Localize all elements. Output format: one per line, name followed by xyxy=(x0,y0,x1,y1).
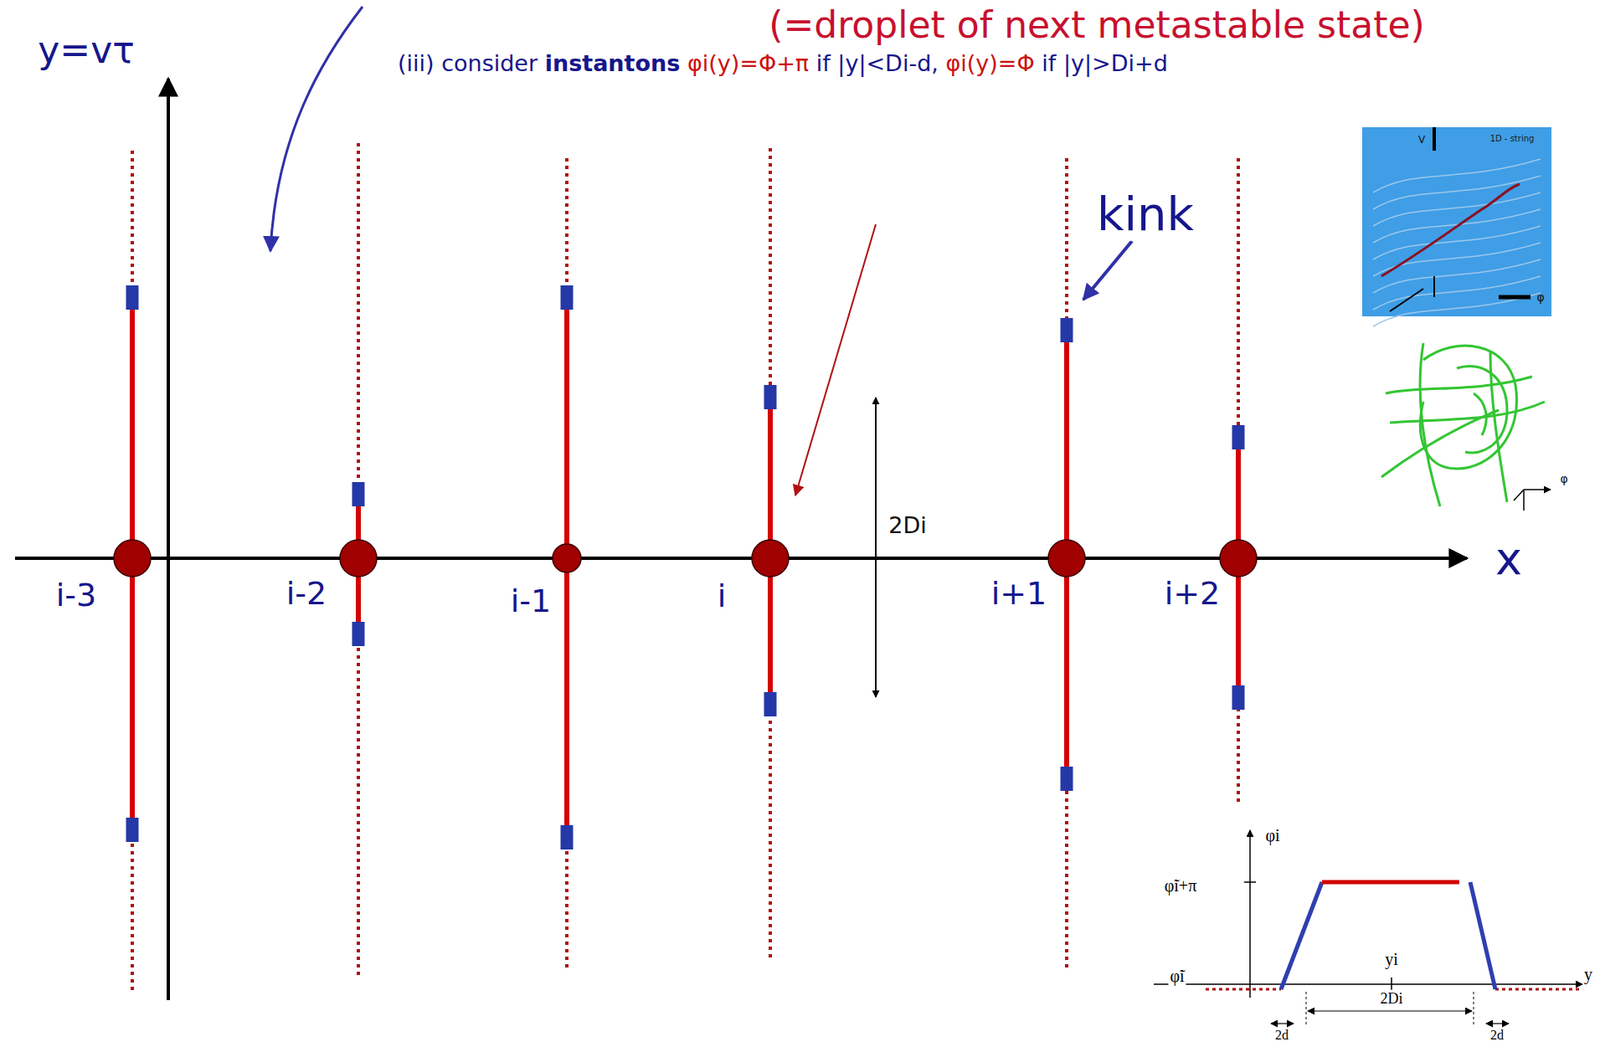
tick xyxy=(1390,977,1393,992)
washboard-lines xyxy=(1373,159,1541,327)
plateau xyxy=(1322,880,1460,885)
dimension-arrow xyxy=(1307,1010,1472,1012)
washboard-illustration xyxy=(1362,127,1552,327)
sketch-line xyxy=(1419,343,1441,507)
level-label: φ̃i xyxy=(1167,967,1186,987)
inset-ground xyxy=(1362,127,1552,317)
level-label: φ̃i+π xyxy=(1162,876,1199,896)
kink-ramp xyxy=(1470,882,1496,990)
axis-label: y xyxy=(1582,965,1595,985)
dimension-arrow xyxy=(874,397,877,698)
kink-mark xyxy=(1060,318,1074,343)
site-dot xyxy=(339,540,377,577)
site-dot xyxy=(113,540,151,577)
kink-mark xyxy=(764,385,777,410)
profile-plot xyxy=(1153,830,1583,1027)
washboard-line xyxy=(1373,242,1541,277)
green-sketch xyxy=(1381,343,1545,507)
kink-ramp xyxy=(1281,882,1323,990)
inset-label: 1D - string xyxy=(1490,133,1535,145)
kink-mark xyxy=(352,482,366,507)
kink-mark xyxy=(352,622,366,647)
site-label: i-2 xyxy=(284,576,329,613)
small-axis xyxy=(1433,276,1436,298)
position-label: yi xyxy=(1383,950,1400,970)
site-label: i-3 xyxy=(54,577,98,615)
sketch-line xyxy=(1381,410,1499,478)
sketch-loop xyxy=(1419,345,1517,469)
axis-label: x xyxy=(1493,533,1524,586)
y-axis xyxy=(166,78,170,1001)
inset-label: φ xyxy=(1558,472,1570,486)
axis-line xyxy=(1513,489,1524,501)
site-label: i xyxy=(715,578,729,616)
kink-mark xyxy=(1232,685,1246,710)
sentence-part: φi(y)=Φ+π xyxy=(687,50,809,78)
dimension-label: 2Di xyxy=(886,512,928,539)
kink-mark xyxy=(1060,766,1074,792)
sentence-part: φi(y)=Φ xyxy=(945,50,1035,78)
phi-axis xyxy=(1498,295,1531,300)
inset-label: V xyxy=(1418,134,1426,147)
kink-mark xyxy=(560,285,574,310)
sketch-loop xyxy=(1456,365,1508,453)
sentence-part: if |y|<Di-d, xyxy=(816,50,939,78)
x-axis-small xyxy=(1389,288,1424,312)
axis-line xyxy=(1522,489,1525,511)
washboard-line xyxy=(1373,159,1541,193)
dimension-label: 2d xyxy=(1488,1028,1506,1044)
site-dots xyxy=(113,540,1257,577)
pointer-arrow xyxy=(270,6,363,252)
dimension-label: 2d xyxy=(1273,1028,1291,1044)
site-dot xyxy=(1048,540,1086,577)
dotted-level xyxy=(1495,988,1581,992)
inset-label: φ xyxy=(1536,290,1544,304)
sentence-part: (iii) consider xyxy=(397,50,538,78)
dotted-level xyxy=(1205,988,1282,992)
kink-arrow xyxy=(1083,241,1132,300)
axis-line xyxy=(1523,488,1551,491)
heading-note: (=droplet of next metastable state) xyxy=(766,4,1426,47)
tick xyxy=(1244,881,1256,884)
sentence-part: if |y|>Di+d xyxy=(1041,50,1168,78)
guide xyxy=(1473,992,1475,1027)
kink-mark xyxy=(126,818,139,843)
kink-label: kink xyxy=(1095,187,1196,242)
site-dot xyxy=(1219,540,1257,577)
axis-label: φi xyxy=(1263,826,1282,846)
sentence-part: instantons xyxy=(545,50,681,78)
phi-axis xyxy=(1249,830,1251,999)
sketch-line xyxy=(1490,351,1508,503)
axis-label: y=vτ xyxy=(36,29,136,73)
site-label: i+2 xyxy=(1162,576,1223,613)
instanton-bars xyxy=(126,143,1246,991)
dimension-arrow xyxy=(1486,1023,1509,1024)
kink-mark xyxy=(126,285,139,310)
kink-mark xyxy=(764,692,777,717)
washboard-line xyxy=(1373,293,1541,327)
washboard-line xyxy=(1373,276,1541,310)
dimension-label: 2Di xyxy=(1378,990,1405,1009)
kink-mark xyxy=(560,825,574,850)
kink-mark xyxy=(1232,425,1246,450)
small-axes xyxy=(1513,489,1551,511)
string-curve xyxy=(1381,184,1520,277)
washboard-line xyxy=(1373,192,1541,227)
sketch-line xyxy=(1473,393,1487,436)
sketch-line xyxy=(1389,401,1545,423)
dimension-arrow xyxy=(1270,1023,1294,1024)
sketch-line xyxy=(1385,376,1533,394)
site-label: i+1 xyxy=(989,576,1050,613)
y-axis xyxy=(1153,983,1583,986)
site-dot xyxy=(751,540,789,577)
site-dot xyxy=(552,544,582,573)
guide xyxy=(1306,992,1307,1027)
v-axis xyxy=(1432,127,1436,151)
site-label: i-1 xyxy=(509,583,553,621)
washboard-line xyxy=(1373,175,1541,210)
instanton-sentence: (iii) considerinstantonsφi(y)=Φ+πif |y|<… xyxy=(397,50,1175,78)
pointer-arrow xyxy=(795,224,876,496)
washboard-line xyxy=(1373,226,1541,260)
